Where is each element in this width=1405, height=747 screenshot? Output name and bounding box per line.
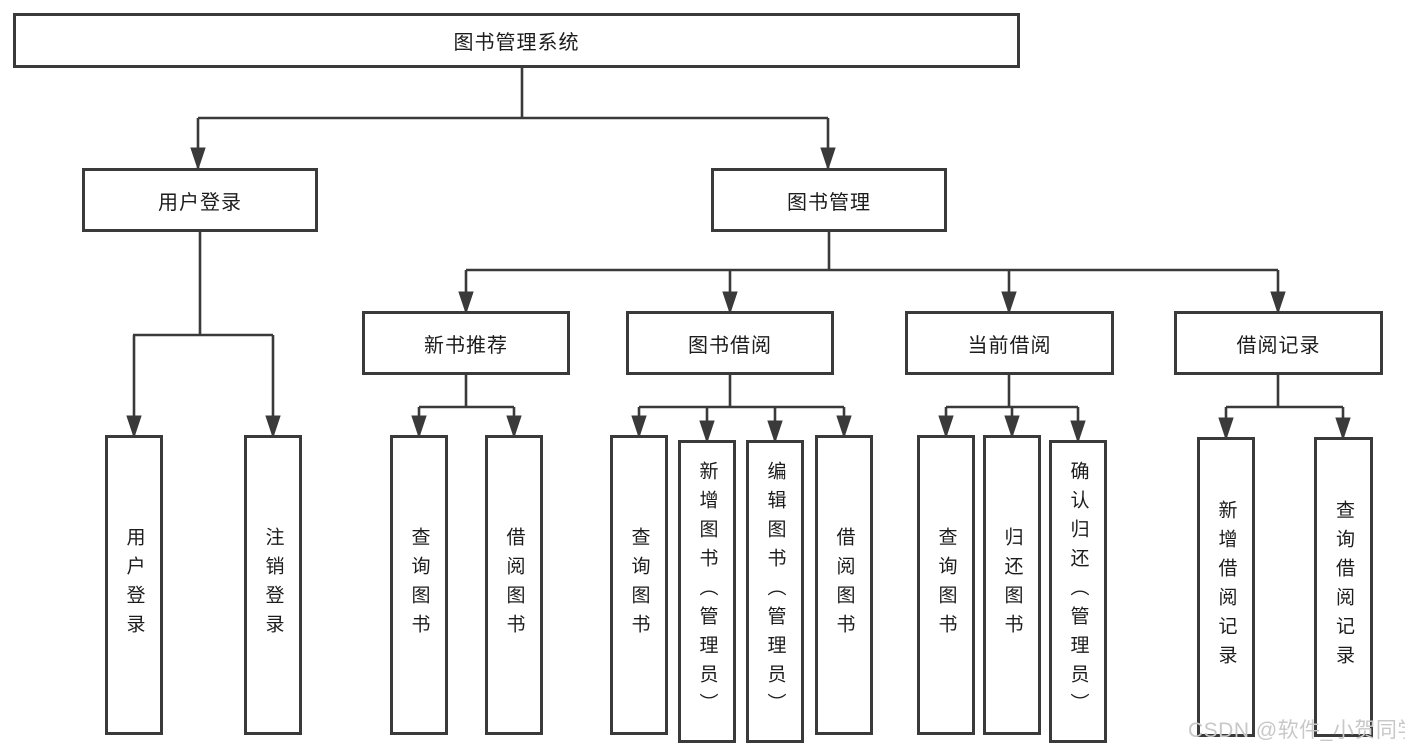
node-new-book-recommendation: 新书推荐 — [362, 311, 570, 375]
leaf-edit-books-admin: 编辑图书（管理员） — [746, 440, 804, 743]
leaf-edit-books-admin-label: 编辑图书（管理员） — [764, 461, 786, 722]
leaf-logout: 注销登录 — [244, 435, 302, 735]
node-root-system: 图书管理系统 — [13, 13, 1020, 68]
node-root-system-label: 图书管理系统 — [453, 32, 580, 54]
leaf-add-books-admin-label: 新增图书（管理员） — [696, 461, 718, 722]
leaf-current-query-books: 查询图书 — [917, 435, 975, 735]
leaf-add-borrow-record-label: 新增借阅记录 — [1215, 500, 1237, 674]
leaf-confirm-return-admin: 确认归还（管理员） — [1049, 440, 1107, 743]
leaf-return-books: 归还图书 — [983, 435, 1041, 735]
node-new-book-recommendation-label: 新书推荐 — [424, 334, 508, 357]
leaf-newbook-borrow-books-label: 借阅图书 — [503, 527, 525, 643]
leaf-current-query-books-label: 查询图书 — [935, 527, 957, 643]
node-book-management-module: 图书管理 — [711, 168, 947, 232]
leaf-query-borrow-record: 查询借阅记录 — [1314, 437, 1373, 737]
connector-current-branch — [946, 375, 1078, 441]
leaf-add-books-admin: 新增图书（管理员） — [678, 440, 736, 743]
leaf-return-books-label: 归还图书 — [1001, 527, 1023, 643]
node-book-borrowing: 图书借阅 — [626, 311, 834, 375]
connector-borrow-branch — [639, 375, 844, 441]
leaf-user-login: 用户登录 — [105, 435, 163, 735]
leaf-borrow-borrow-books-label: 借阅图书 — [833, 527, 855, 643]
leaf-confirm-return-admin-label: 确认归还（管理员） — [1067, 461, 1089, 722]
node-borrowing-records-label: 借阅记录 — [1236, 334, 1321, 357]
connector-user-branch — [133, 232, 273, 436]
connector-root-to-level2 — [198, 68, 828, 168]
leaf-add-borrow-record: 新增借阅记录 — [1197, 437, 1255, 737]
connector-newbook-branch — [419, 375, 514, 436]
leaf-borrow-query-books: 查询图书 — [610, 435, 668, 735]
leaf-newbook-query-books: 查询图书 — [390, 435, 448, 735]
connector-records-branch — [1226, 375, 1343, 438]
node-borrowing-records: 借阅记录 — [1174, 311, 1383, 375]
connector-management-to-level3 — [466, 232, 1278, 312]
node-current-borrowing: 当前借阅 — [905, 311, 1114, 375]
node-current-borrowing-label: 当前借阅 — [967, 334, 1052, 357]
node-book-management-module-label: 图书管理 — [787, 191, 871, 214]
leaf-borrow-query-books-label: 查询图书 — [628, 527, 650, 643]
leaf-borrow-borrow-books: 借阅图书 — [815, 435, 873, 735]
leaf-newbook-query-books-label: 查询图书 — [408, 527, 430, 643]
csdn-watermark: CSDN @软件_小贺同学 — [1188, 719, 1405, 742]
leaf-logout-label: 注销登录 — [262, 527, 284, 643]
leaf-query-borrow-record-label: 查询借阅记录 — [1333, 500, 1354, 674]
node-book-borrowing-label: 图书借阅 — [688, 334, 772, 357]
leaf-user-login-label: 用户登录 — [123, 527, 145, 643]
node-user-login-module-label: 用户登录 — [158, 191, 242, 214]
node-user-login-module: 用户登录 — [82, 168, 318, 232]
leaf-newbook-borrow-books: 借阅图书 — [485, 435, 543, 735]
